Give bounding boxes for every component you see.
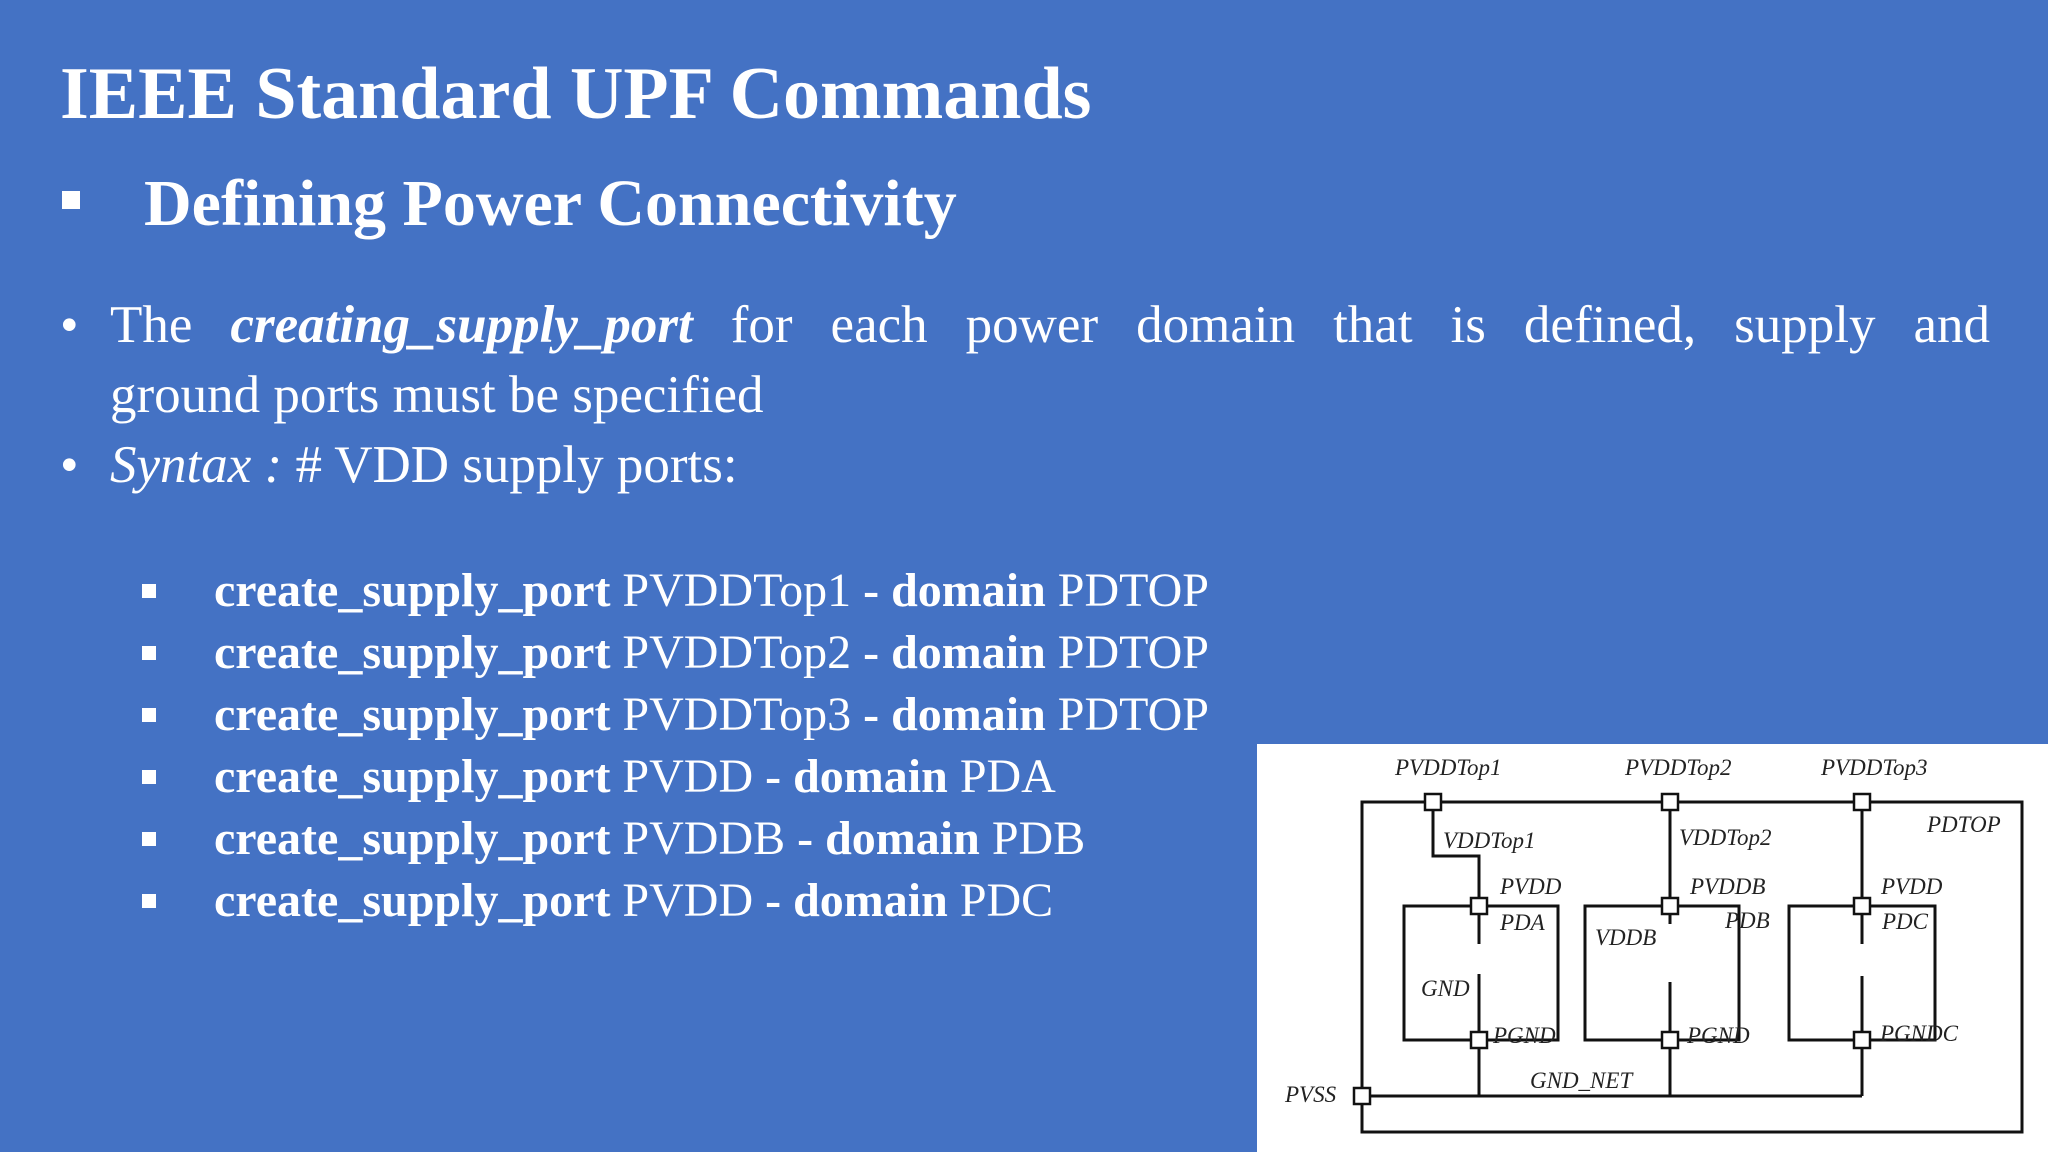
label-pda: PDA [1499,910,1546,935]
label-pdb-pgnd: PGND [1686,1023,1750,1048]
port-pdc-pvdd [1852,896,1872,916]
port-name: PVDDTop3 [622,688,852,741]
port-pdc-pgndc [1852,1030,1872,1050]
option-keyword: - domain [863,626,1046,679]
bullet-dot-icon: • [60,296,79,354]
bullet-list: • The creating_supply_port for each powe… [60,290,1990,500]
label-pvddtop3: PVDDTop3 [1820,755,1928,780]
label-gnd: GND [1421,976,1470,1001]
bullet-text: The [110,296,193,354]
label-vddtop2: VDDTop2 [1679,825,1771,850]
command-keyword: create_supply_port [214,812,611,865]
domain-name: PDTOP [1057,688,1209,741]
bullet-item-description: • The creating_supply_port for each powe… [60,290,1990,430]
command-keyword: create_supply_port [214,750,611,803]
domain-name: PDB [991,812,1086,865]
bullet-item-syntax: • Syntax : # VDD supply ports: [60,430,1990,500]
pdtop-box [1360,800,2024,1134]
syntax-text: # VDD supply ports: [282,436,738,494]
port-name: PVDD [622,874,754,927]
square-bullet-icon [142,770,156,784]
subtitle-text: Defining Power Connectivity [144,167,957,240]
label-vddtop1: VDDTop1 [1443,828,1535,853]
bullet-line-2: ground ports must be specified [110,366,764,424]
port-pvddtop2 [1660,792,1680,812]
square-bullet-icon [142,832,156,846]
label-pvddtop1: PVDDTop1 [1394,755,1502,780]
square-bullet-icon [62,190,80,209]
command-keyword: create_supply_port [214,626,611,679]
bullet-text: for each power domain that is defined, s… [730,296,1991,354]
syntax-label: Syntax : [110,436,283,494]
square-bullet-icon [142,894,156,908]
command-line: create_supply_port PVDDB - domain PDB [142,808,1209,870]
label-vddb: VDDB [1595,925,1656,950]
command-line: create_supply_port PVDDTop2 - domain PDT… [142,622,1209,684]
label-pda-pgnd: PGND [1492,1023,1556,1048]
port-name: PVDDTop1 [622,564,852,617]
option-keyword: - domain [863,564,1046,617]
option-keyword: - domain [797,812,980,865]
diagram-svg: PVDDTop1 PVDDTop2 PVDDTop3 PDTOP VDDTop1… [1284,755,2024,1134]
port-name: PVDDTop2 [622,626,852,679]
label-pdc: PDC [1881,909,1929,934]
power-connectivity-diagram: PVDDTop1 PVDDTop2 PVDDTop3 PDTOP VDDTop1… [1257,744,2048,1152]
domain-name: PDTOP [1057,564,1209,617]
square-bullet-icon [142,708,156,722]
command-list: create_supply_port PVDDTop1 - domain PDT… [142,560,1209,932]
domain-name: PDA [959,750,1056,803]
command-name-emphasis: creating_supply_port [230,296,693,354]
command-keyword: create_supply_port [214,688,611,741]
command-line: create_supply_port PVDDTop3 - domain PDT… [142,684,1209,746]
domain-name: PDC [959,874,1054,927]
port-pdb-pvddb [1660,896,1680,916]
section-subtitle: Defining Power Connectivity [62,166,957,242]
bullet-dot-icon: • [60,436,79,494]
square-bullet-icon [142,646,156,660]
port-pvddtop1 [1423,792,1443,812]
label-pdb-pvddb: PVDDB [1689,874,1765,899]
bullet-line-1: The creating_supply_port for each power … [110,290,1990,360]
port-pdb-pgnd [1660,1030,1680,1050]
option-keyword: - domain [863,688,1046,741]
label-pdc-pgndc: PGNDC [1879,1021,1959,1046]
slide-title: IEEE Standard UPF Commands [60,53,1092,135]
command-line: create_supply_port PVDDTop1 - domain PDT… [142,560,1209,622]
command-keyword: create_supply_port [214,874,611,927]
port-pvss [1352,1086,1372,1106]
option-keyword: - domain [765,874,948,927]
label-pdtop: PDTOP [1926,812,2001,837]
label-pvss: PVSS [1284,1082,1337,1107]
label-pdb: PDB [1724,908,1770,933]
label-gnd-net: GND_NET [1530,1068,1634,1093]
port-pvddtop3 [1852,792,1872,812]
command-keyword: create_supply_port [214,564,611,617]
label-pvddtop2: PVDDTop2 [1624,755,1732,780]
square-bullet-icon [142,584,156,598]
port-name: PVDD [622,750,754,803]
label-pda-pvdd: PVDD [1499,874,1562,899]
option-keyword: - domain [765,750,948,803]
command-line: create_supply_port PVDD - domain PDA [142,746,1209,808]
port-pda-pvdd [1469,896,1489,916]
domain-name: PDTOP [1057,626,1209,679]
port-pda-pgnd [1469,1030,1489,1050]
vddtop1-wire [1431,802,1481,906]
port-name: PVDDB [622,812,786,865]
label-pdc-pvdd: PVDD [1880,874,1943,899]
command-line: create_supply_port PVDD - domain PDC [142,870,1209,932]
